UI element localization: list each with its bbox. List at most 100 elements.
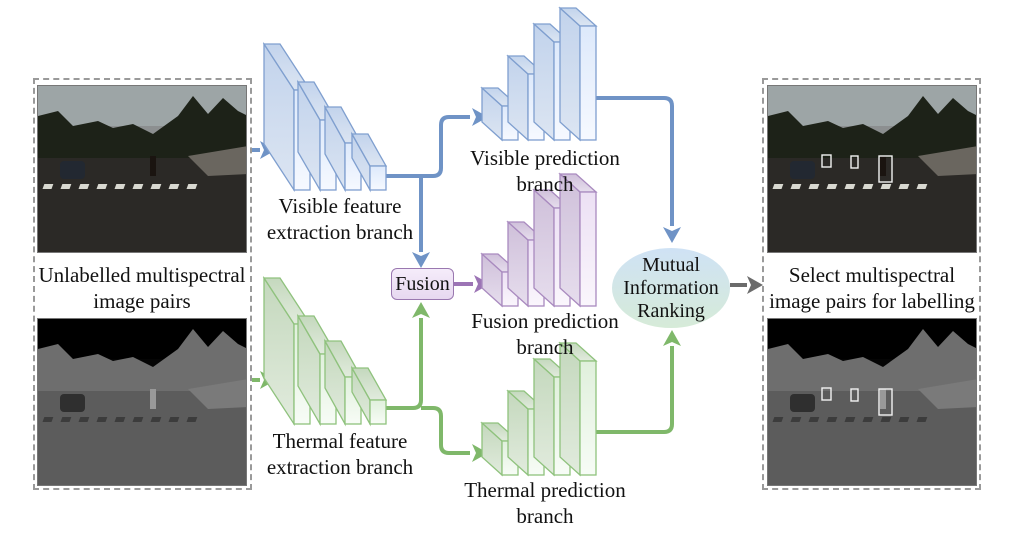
crosswalk-stripe bbox=[186, 184, 198, 189]
crosswalk-stripe bbox=[186, 417, 198, 422]
sidewalk bbox=[918, 379, 976, 409]
fusion-node: Fusion bbox=[391, 268, 454, 300]
crosswalk-stripe bbox=[826, 417, 838, 422]
arrow-head-icon bbox=[472, 108, 488, 126]
crosswalk-stripe bbox=[862, 184, 874, 189]
layer-side-face bbox=[559, 341, 581, 477]
thermal-feature-label-line1: Thermal feature bbox=[272, 429, 408, 453]
mi-label-line2: Information bbox=[623, 276, 719, 299]
crosswalk-stripe bbox=[42, 417, 54, 422]
crosswalk-stripe bbox=[132, 184, 144, 189]
crosswalk-stripe bbox=[772, 417, 784, 422]
thermal-prediction-label-line1: Thermal prediction bbox=[464, 478, 626, 502]
edge-thermal-prediction-to-ranking bbox=[596, 346, 674, 434]
fusion-prediction-label-line2: branch bbox=[516, 335, 574, 359]
input-image-pairs-group bbox=[33, 78, 252, 490]
detection-box bbox=[821, 154, 832, 168]
input-caption-line2: image pairs bbox=[93, 289, 191, 313]
layer-side-face bbox=[533, 22, 555, 142]
mi-label-line3: Ranking bbox=[637, 299, 705, 322]
crosswalk-stripe bbox=[96, 184, 108, 189]
crosswalk-stripe bbox=[880, 184, 892, 189]
arrow-head-icon bbox=[472, 444, 488, 462]
crosswalk-stripe bbox=[132, 417, 144, 422]
crosswalk-stripe bbox=[790, 417, 802, 422]
visible-prediction-layer bbox=[558, 6, 598, 142]
car bbox=[60, 161, 85, 179]
thermal-prediction-label-line2: branch bbox=[516, 504, 574, 528]
visible-input-image bbox=[37, 85, 247, 253]
car bbox=[60, 394, 85, 412]
crosswalk-stripe bbox=[150, 184, 162, 189]
crosswalk-stripe bbox=[78, 184, 90, 189]
crosswalk-stripe bbox=[826, 184, 838, 189]
sidewalk bbox=[188, 379, 246, 409]
layer-front-face bbox=[579, 191, 597, 307]
mutual-information-ranking-node: Mutual Information Ranking bbox=[612, 248, 730, 328]
arrow-head-icon bbox=[663, 330, 681, 346]
layer-front-face bbox=[369, 165, 387, 191]
detection-box bbox=[821, 387, 832, 401]
sidewalk bbox=[918, 146, 976, 176]
pedestrian bbox=[150, 389, 156, 409]
edge-thermal-feature-to-thermal-prediction bbox=[421, 406, 470, 455]
detection-box bbox=[878, 155, 893, 183]
visible-prediction-label-line1: Visible prediction bbox=[470, 146, 620, 170]
pedestrian bbox=[880, 389, 886, 409]
tree-line bbox=[38, 329, 246, 394]
thermal-feature-label-line2: extraction branch bbox=[266, 455, 414, 479]
thermal-input-image bbox=[37, 318, 247, 486]
layer-front-face bbox=[369, 399, 387, 425]
crosswalk-stripe bbox=[844, 417, 856, 422]
crosswalk-stripe bbox=[790, 184, 802, 189]
crosswalk-stripe bbox=[60, 184, 72, 189]
tree-line bbox=[38, 96, 246, 161]
sidewalk bbox=[188, 146, 246, 176]
tree-line bbox=[768, 96, 976, 161]
arrow-head-icon bbox=[747, 276, 763, 294]
crosswalk-stripe bbox=[862, 417, 874, 422]
thermal-selected-image bbox=[767, 318, 977, 486]
crosswalk-stripe bbox=[114, 184, 126, 189]
input-caption-line1: Unlabelled multispectral bbox=[38, 263, 246, 287]
visible-feature-label-line1: Visible feature bbox=[278, 194, 402, 218]
pedestrian bbox=[150, 156, 156, 176]
arrow-head-icon bbox=[412, 302, 430, 318]
output-caption-line1: Select multispectral bbox=[788, 263, 956, 287]
crosswalk-stripe bbox=[150, 417, 162, 422]
arrow-head-icon bbox=[663, 227, 681, 243]
crosswalk-stripe bbox=[916, 417, 928, 422]
edge-thermal-feature-to-fusion bbox=[386, 318, 423, 410]
detection-box bbox=[878, 388, 893, 416]
crosswalk-stripe bbox=[78, 417, 90, 422]
visible-selected-image bbox=[767, 85, 977, 253]
edge-visible-feature-to-visible-prediction bbox=[386, 115, 470, 178]
layer-side-face bbox=[533, 188, 555, 308]
edge-visible-prediction-to-ranking bbox=[596, 96, 674, 226]
mi-label-line1: Mutual bbox=[642, 253, 700, 276]
crosswalk-stripe bbox=[168, 417, 180, 422]
layer-side-face bbox=[533, 357, 555, 477]
fusion-prediction-label-line1: Fusion prediction bbox=[471, 309, 619, 333]
crosswalk-stripe bbox=[114, 417, 126, 422]
crosswalk-stripe bbox=[96, 417, 108, 422]
crosswalk-stripe bbox=[880, 417, 892, 422]
visible-prediction-label-line2: branch bbox=[516, 172, 574, 196]
crosswalk-stripe bbox=[772, 184, 784, 189]
crosswalk-stripe bbox=[844, 184, 856, 189]
car bbox=[790, 161, 815, 179]
output-caption-line2: image pairs for labelling bbox=[769, 289, 975, 313]
detection-box bbox=[850, 388, 859, 402]
car bbox=[790, 394, 815, 412]
crosswalk-stripe bbox=[808, 417, 820, 422]
layer-front-face bbox=[579, 360, 597, 476]
crosswalk-stripe bbox=[168, 184, 180, 189]
visible-feature-label-line2: extraction branch bbox=[266, 220, 414, 244]
layer-side-face bbox=[559, 6, 581, 142]
crosswalk-stripe bbox=[898, 184, 910, 189]
detection-box bbox=[850, 155, 859, 169]
selected-image-pairs-group bbox=[762, 78, 981, 490]
pedestrian bbox=[880, 156, 886, 176]
crosswalk-stripe bbox=[60, 417, 72, 422]
